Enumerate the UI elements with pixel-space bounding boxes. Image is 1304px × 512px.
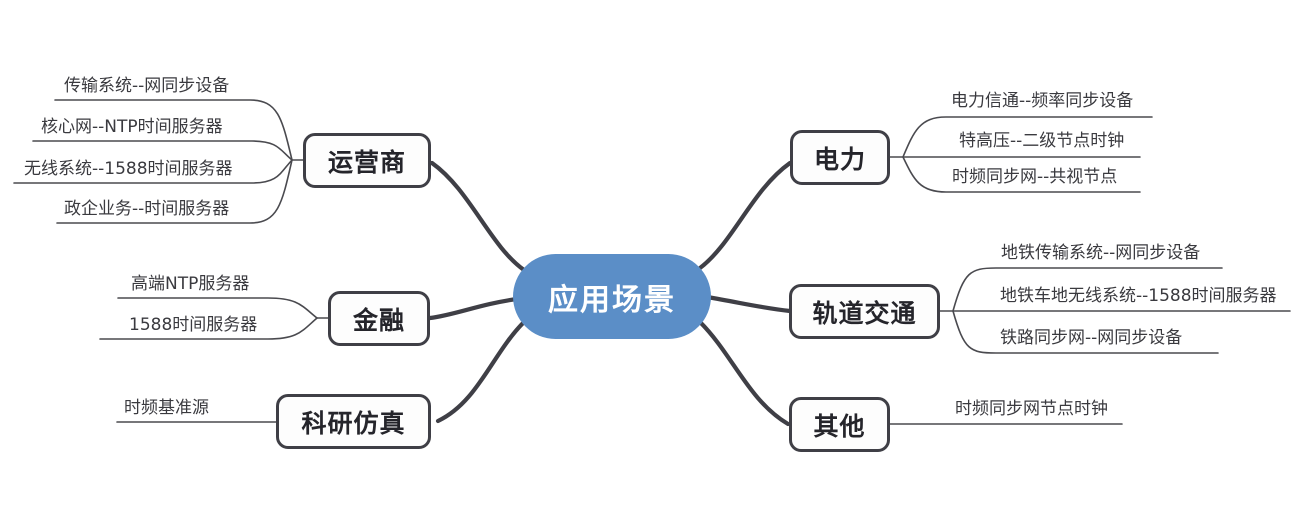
branch-node-research[interactable]: 科研仿真 xyxy=(276,394,431,449)
branch-node-label-finance: 金融 xyxy=(352,305,405,335)
branch-node-label-other: 其他 xyxy=(813,411,866,441)
branch-node-finance[interactable]: 金融 xyxy=(328,291,430,346)
leaf-label-operator-2[interactable]: 核心网--NTP时间服务器 xyxy=(41,117,223,137)
trunk-other xyxy=(697,319,791,427)
branch-node-other[interactable]: 其他 xyxy=(789,397,890,452)
leaf-label-rail-1[interactable]: 地铁传输系统--网同步设备 xyxy=(1001,243,1201,263)
leaf-wire-operator-2 xyxy=(32,140,293,161)
branch-node-label-research: 科研仿真 xyxy=(301,408,406,438)
leaf-label-operator-1[interactable]: 传输系统--网同步设备 xyxy=(64,76,230,96)
center-node-application-scenarios[interactable]: 应用场景 xyxy=(513,254,711,339)
branch-node-operator[interactable]: 运营商 xyxy=(303,133,431,188)
leaf-label-power-2[interactable]: 特高压--二级节点时钟 xyxy=(959,131,1125,151)
branch-node-power[interactable]: 电力 xyxy=(790,130,890,185)
leaf-label-rail-2[interactable]: 地铁车地无线系统--1588时间服务器 xyxy=(1000,286,1277,306)
trunk-research xyxy=(435,319,527,424)
leaf-label-power-1[interactable]: 电力信通--频率同步设备 xyxy=(951,91,1134,111)
branch-node-rail[interactable]: 轨道交通 xyxy=(789,284,940,339)
leaf-label-power-3[interactable]: 时频同步网--共视节点 xyxy=(952,167,1118,187)
branch-node-label-rail: 轨道交通 xyxy=(812,298,917,328)
branch-node-label-operator: 运营商 xyxy=(327,147,406,177)
leaf-label-rail-3[interactable]: 铁路同步网--网同步设备 xyxy=(1000,328,1183,348)
leaf-label-operator-3[interactable]: 无线系统--1588时间服务器 xyxy=(24,159,233,179)
leaf-label-operator-4[interactable]: 政企业务--时间服务器 xyxy=(64,199,230,219)
branch-node-label-power: 电力 xyxy=(813,144,866,174)
trunk-rail xyxy=(704,294,793,314)
trunk-finance xyxy=(427,296,520,321)
center-node-label: 应用场景 xyxy=(548,282,676,318)
trunk-operator xyxy=(429,160,527,273)
trunk-power xyxy=(697,160,793,271)
leaf-label-finance-2[interactable]: 1588时间服务器 xyxy=(129,315,258,335)
leaf-label-other-1[interactable]: 时频同步网节点时钟 xyxy=(955,399,1108,419)
leaf-label-research-1[interactable]: 时频基准源 xyxy=(124,398,209,418)
leaf-label-finance-1[interactable]: 高端NTP服务器 xyxy=(131,274,250,294)
